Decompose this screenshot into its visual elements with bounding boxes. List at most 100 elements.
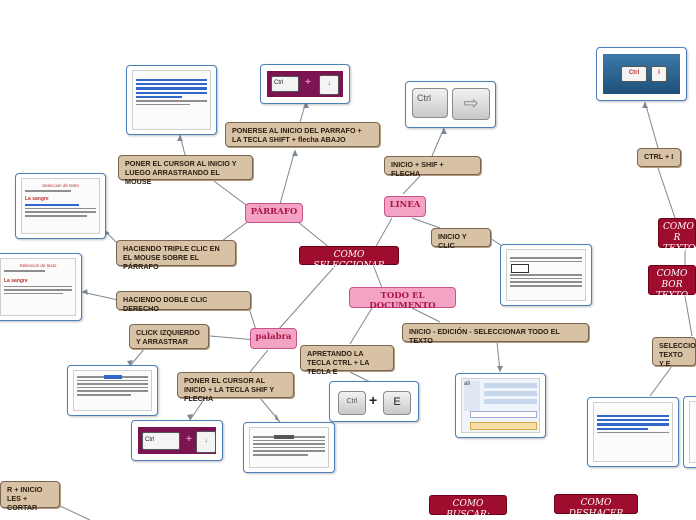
image-edit-menu[interactable]: ali [455, 373, 546, 438]
menu-thumbnail: ali [461, 378, 540, 433]
node-ctrl-e[interactable]: APRETANDO LA TECLA CTRL + LA TECLA E [300, 345, 394, 376]
image-word-highlight-2[interactable] [243, 422, 335, 473]
link-todo-ctrle [349, 307, 373, 345]
e-key: E [383, 391, 411, 415]
image-doc-line[interactable] [500, 244, 592, 306]
arrow-head [187, 414, 193, 420]
node-cursor-arrastrando-label: PONER EL CURSOR AL INICIO Y LUEGO ARRAST… [125, 159, 237, 186]
node-cortar[interactable]: R + INICIO LES + CORTAR [0, 481, 60, 512]
image-doc-seleccion[interactable]: Seleccion de texto La sangre [15, 173, 106, 239]
ctrl-key-label: Ctrl [274, 80, 284, 86]
branch-palabra-label: palabra [255, 332, 292, 342]
document-thumbnail [593, 402, 673, 462]
node-inicio-edicion[interactable]: INICIO - EDICIÓN - SELECCIONAR TODO EL T… [402, 323, 589, 345]
ctrl-key: Ctrl [621, 66, 647, 82]
image-doc-selected-right[interactable] [587, 397, 679, 467]
menu-item [470, 411, 537, 418]
node-doble-clic-label: HACIENDO DOBLE CLIC DERECHO [123, 295, 208, 313]
image-ctrl-right-keys[interactable]: Ctrl ⇨ [405, 81, 496, 128]
arrow-head [292, 150, 298, 156]
arrow-head [82, 289, 88, 295]
node-doble-clic[interactable]: HACIENDO DOBLE CLIC DERECHO [116, 291, 251, 313]
link-todo-edicion [411, 307, 441, 323]
i-key: I [651, 66, 667, 82]
document-thumbnail [73, 370, 152, 411]
ctrl-key-label: Ctrl [417, 93, 431, 103]
document-thumbnail [249, 427, 329, 468]
link-palabra-clic [209, 335, 257, 341]
image-ctrl-arrow-keys[interactable]: Ctrl + ↓ [260, 64, 350, 104]
node-clic-izquierdo[interactable]: CLICK IZQUIERDO Y ARRASTRAR [129, 324, 209, 349]
image-selected-paragraph[interactable] [126, 65, 217, 135]
branch-todo-label: TODO EL DOCUMENTO [369, 291, 436, 311]
branch-parrafo-label: PÁRRAFO [250, 207, 298, 217]
link-ctrle-keyimg [349, 371, 371, 383]
node-seleccionar-texto[interactable]: SELECCIONAR TEXTO Y E [652, 337, 696, 368]
link-borrar-selecc [684, 295, 693, 337]
link-palabra-cursor [249, 349, 269, 373]
arrow-head [177, 135, 183, 141]
title-como-borrar-label: COMO BOR TEXTO [655, 269, 689, 301]
node-inicio-shif-flecha[interactable]: INICIO + SHIF + FLECHA [384, 156, 481, 178]
link-central-parrafo [297, 221, 331, 249]
image-doc-sangre[interactable]: Seleccion de texto La sangre [0, 253, 82, 321]
plus-label: + [186, 434, 192, 445]
node-cursor-arrastrando[interactable]: PONER EL CURSOR AL INICIO Y LUEGO ARRAST… [118, 155, 253, 186]
keyboard-photo: Ctrl + ↓ [138, 427, 216, 454]
branch-parrafo[interactable]: PÁRRAFO [245, 203, 303, 223]
link-parrafo-cursor [209, 177, 251, 209]
i-key-label: I [658, 70, 660, 76]
central-node-label: COMO SELECCIONAR [313, 250, 385, 271]
doc-heading: Seleccion de texto [19, 263, 57, 268]
node-inicio-parrafo[interactable]: PONERSE AL INICIO DEL PARRAFO + LA TECLA… [225, 122, 380, 147]
node-inicio-edicion-label: INICIO - EDICIÓN - SELECCIONAR TODO EL T… [409, 327, 560, 345]
document-thumbnail [689, 401, 696, 463]
node-triple-clic[interactable]: HACIENDO TRIPLE CLIC EN EL MOUSE SOBRE E… [116, 240, 236, 271]
title-como-deshacer[interactable]: COMO DESHACER [554, 494, 638, 519]
arrow-head [127, 360, 133, 366]
title-como-deshacer-label: COMO DESHACER [568, 498, 624, 519]
link-doble-docimg [81, 291, 119, 301]
node-clic-izquierdo-label: CLICK IZQUIERDO Y ARRASTRAR [136, 328, 200, 346]
image-ctrl-e-keys[interactable]: Ctrl + E [329, 381, 419, 422]
branch-linea[interactable]: LINEA [384, 196, 426, 217]
title-como-buscar[interactable]: COMO BUSCAR: [429, 495, 507, 520]
node-ctrl-i-label: CTRL + I [644, 152, 674, 161]
doc-subheading: La sangre [4, 277, 28, 284]
node-inicio-clic[interactable]: INICIO Y CLIC [431, 228, 491, 250]
link-ctrli-img [644, 101, 659, 149]
node-seleccionar-texto-label: SELECCIONAR TEXTO Y E [659, 341, 696, 368]
title-como-borrar[interactable]: COMO BOR TEXTO [648, 265, 696, 301]
node-ctrl-e-label: APRETANDO LA TECLA CTRL + LA TECLA E [307, 349, 370, 376]
arrow-head [275, 414, 280, 422]
image-ctrl-arrow-keys-lower[interactable]: Ctrl + ↓ [131, 420, 223, 461]
link-ctrli-recortar [657, 167, 676, 219]
arrow-down-key: ↓ [196, 431, 216, 453]
document-thumbnail: Seleccion de texto La sangre [0, 258, 76, 316]
node-inicio-shif-label: INICIO + SHIF + FLECHA [391, 160, 444, 178]
menu-sidebar: ali [464, 381, 480, 411]
ctrl-key: Ctrl [338, 391, 366, 415]
image-word-highlight[interactable] [67, 365, 158, 416]
branch-palabra[interactable]: palabra [250, 328, 297, 349]
node-cursor-shift[interactable]: PONER EL CURSOR AL INICIO + LA TECLA SHI… [177, 372, 294, 403]
plus-sign: + [369, 392, 377, 408]
central-node[interactable]: COMO SELECCIONAR [299, 246, 399, 271]
node-cortar-label: R + INICIO LES + CORTAR [7, 485, 43, 512]
title-como-recortar[interactable]: COMO R TEXTO [658, 218, 696, 254]
e-key-label: E [393, 396, 401, 408]
arrow-head [441, 128, 447, 134]
node-cursor-shift-label: PONER EL CURSOR AL INICIO + LA TECLA SHI… [184, 376, 275, 403]
node-ctrl-i[interactable]: CTRL + I [637, 148, 681, 167]
ctrl-key: Ctrl [142, 432, 180, 450]
ctrl-key-label: Ctrl [145, 437, 155, 443]
ctrl-key-label: Ctrl [346, 398, 358, 405]
image-doc-partial[interactable] [683, 396, 696, 468]
document-thumbnail [132, 70, 211, 130]
highlighted-word [274, 435, 294, 439]
link-parrafo-inicio [279, 149, 296, 205]
branch-todo-documento[interactable]: TODO EL DOCUMENTO [349, 287, 456, 311]
image-ctrl-i[interactable]: Ctrl I [596, 47, 687, 101]
document-thumbnail: Seleccion de texto La sangre [21, 178, 100, 234]
